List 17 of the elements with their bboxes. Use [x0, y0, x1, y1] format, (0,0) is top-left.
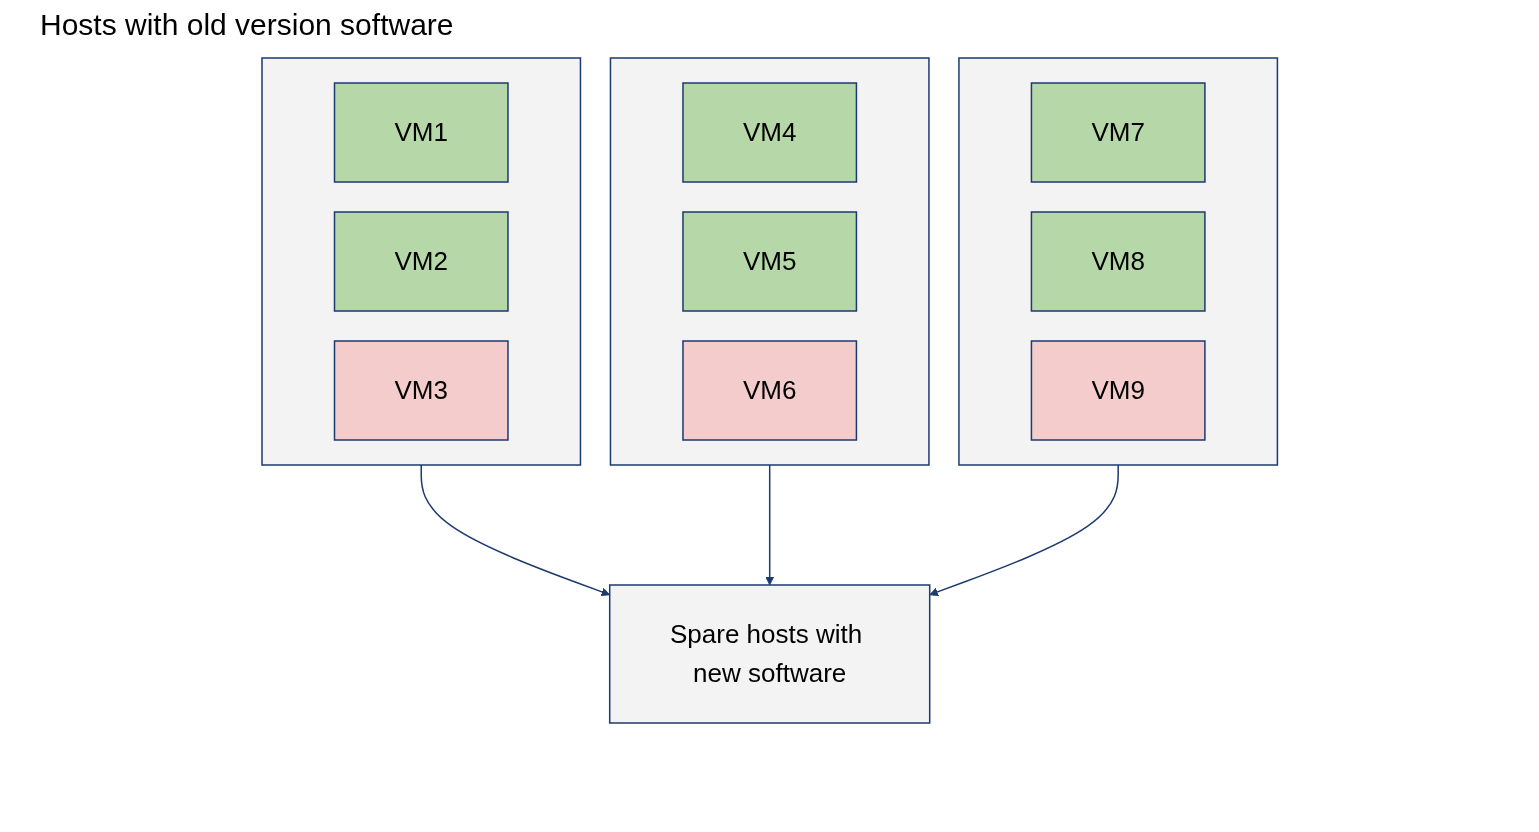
- node-box: VM6: [682, 340, 857, 441]
- cluster: [609, 57, 930, 466]
- node-box: VM3: [333, 340, 509, 441]
- node-box: VM1: [333, 82, 509, 183]
- node-box: VM9: [1030, 340, 1206, 441]
- node-box: VM5: [682, 211, 857, 312]
- node-box: VM8: [1030, 211, 1206, 312]
- node-box: Spare hosts with new software: [608, 584, 931, 724]
- node-box: VM4: [682, 82, 857, 183]
- cluster: [958, 57, 1278, 466]
- arrow: [929, 464, 1119, 597]
- node-box: VM7: [1030, 82, 1206, 183]
- arrow: [420, 464, 610, 597]
- node-box: VM2: [333, 211, 509, 312]
- arrow: [765, 464, 774, 586]
- cluster: [261, 57, 581, 466]
- group-heading: Hosts with old version software: [40, 8, 454, 42]
